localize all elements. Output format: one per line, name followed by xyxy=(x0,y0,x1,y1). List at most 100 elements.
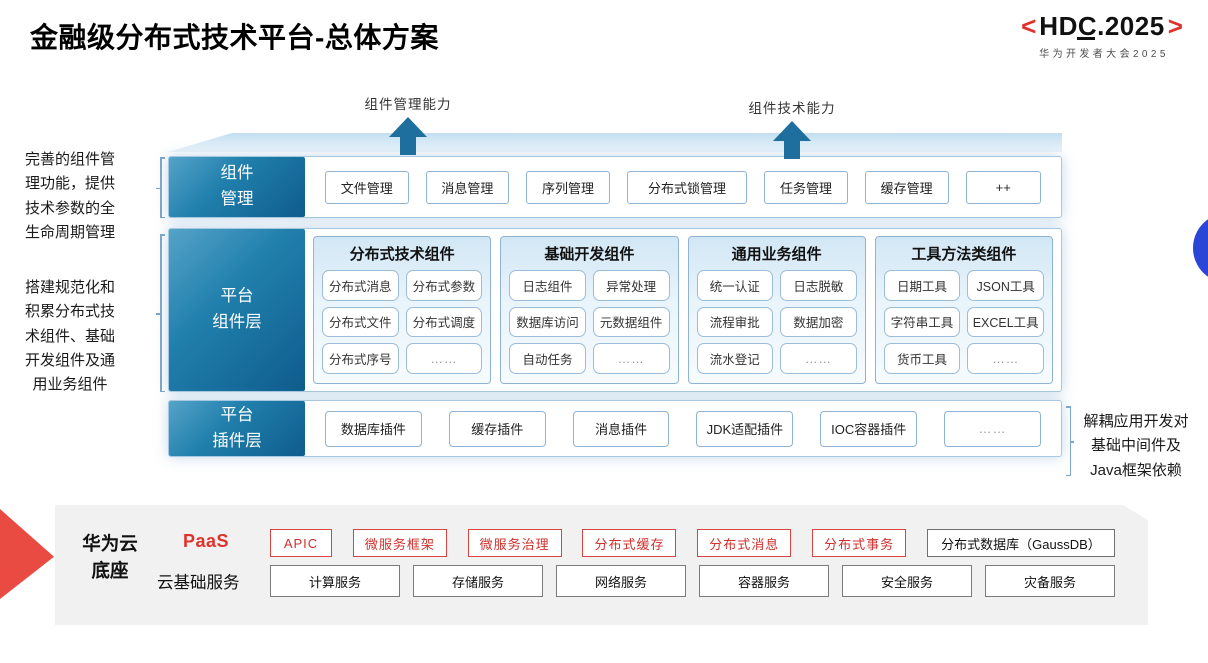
column-cell: 分布式调度 xyxy=(405,306,483,338)
column-cell: 字符串工具 xyxy=(883,306,961,338)
note-plugins: 解耦应用开发对基础中间件及Java框架依赖 xyxy=(1083,413,1189,479)
hdc-logo-line: <HDC.2025> xyxy=(1000,12,1204,41)
cloud-basic-services-row: 计算服务存储服务网络服务容器服务安全服务灾备服务 xyxy=(270,565,1115,597)
column-cell: 数据库访问 xyxy=(509,306,586,338)
column-cell: 数据加密 xyxy=(780,306,857,338)
mgmt-box: ++ xyxy=(965,170,1041,204)
capability-arrow-tech: 组件技术能力 xyxy=(722,97,862,159)
mgmt-box: 任务管理 xyxy=(764,170,848,204)
component-column: 通用业务组件统一认证日志脱敏流程审批数据加密流水登记…… xyxy=(687,236,866,384)
brace-right-plugins xyxy=(1066,406,1075,476)
column-header: 分布式技术组件 xyxy=(349,246,455,263)
plugin-box: …… xyxy=(944,410,1041,447)
layer-platform-plugins-items: 数据库插件缓存插件消息插件 JDK适配插件 IOC容器插件 …… xyxy=(305,401,1061,456)
paas-label: PaaS xyxy=(183,531,230,551)
logo-subtitle: 华为开发者大会2025 xyxy=(1039,48,1169,60)
column-header: 通用业务组件 xyxy=(731,246,822,263)
logo-right-bracket-icon: > xyxy=(1167,11,1183,41)
plugin-box: IOC容器插件 xyxy=(820,410,918,447)
column-cell: 流程审批 xyxy=(696,306,774,338)
component-column: 基础开发组件日志组件异常处理数据库访问元数据组件自动任务…… xyxy=(500,236,679,384)
column-cell: 统一认证 xyxy=(696,270,774,301)
mgmt-box: 序列管理 xyxy=(526,170,610,204)
column-cell: 分布式序号 xyxy=(322,343,399,374)
up-arrow-icon xyxy=(773,121,811,159)
column-cell: …… xyxy=(780,343,857,374)
page-title: 金融级分布式技术平台-总体方案 xyxy=(30,22,439,53)
logo-left-bracket-icon: < xyxy=(1021,11,1037,41)
cloud-basic-services-label: 云基础服务 xyxy=(157,574,240,592)
paas-service-box: 微服务治理 xyxy=(467,529,562,557)
brace-left-components xyxy=(156,234,165,392)
red-arrow-icon xyxy=(0,509,54,599)
layer-platform-components: 平台组件层 分布式技术组件分布式消息分布式参数分布式文件分布式调度分布式序号……… xyxy=(168,228,1062,392)
logo-c-underline xyxy=(1077,37,1096,40)
capability-arrow-mgmt-label: 组件管理能力 xyxy=(364,97,452,112)
blue-circle-decoration xyxy=(1193,213,1208,283)
paas-service-box: 微服务框架 xyxy=(352,529,447,557)
logo-text: HDC.2025 xyxy=(1039,11,1165,41)
paas-service-box: 分布式缓存 xyxy=(582,529,677,557)
plugin-box: 缓存插件 xyxy=(448,410,546,447)
column-cell: …… xyxy=(405,343,483,374)
note-platform-components: 搭建规范化和积累分布式技术组件、基础开发组件及通用业务组件 xyxy=(24,279,115,394)
column-cell: 分布式参数 xyxy=(405,270,483,301)
column-grid: 统一认证日志脱敏流程审批数据加密流水登记…… xyxy=(689,270,865,383)
capability-arrow-mgmt: 组件管理能力 xyxy=(338,93,478,155)
foundation-label: 华为云底座 xyxy=(82,533,138,581)
layer-platform-components-columns: 分布式技术组件分布式消息分布式参数分布式文件分布式调度分布式序号……基础开发组件… xyxy=(305,229,1061,391)
paas-service-box: APIC xyxy=(270,529,332,557)
cloud-service-box: 灾备服务 xyxy=(985,565,1115,597)
mgmt-box: 分布式锁管理 xyxy=(626,170,748,204)
up-arrow-icon xyxy=(389,117,427,155)
column-cell: 流水登记 xyxy=(696,343,774,374)
column-cell: 分布式文件 xyxy=(322,306,399,338)
layer-component-management-label: 组件管理 xyxy=(169,157,305,217)
component-column: 分布式技术组件分布式消息分布式参数分布式文件分布式调度分布式序号…… xyxy=(313,236,492,384)
cloud-service-box: 容器服务 xyxy=(699,565,829,597)
paas-service-box: 分布式数据库（GaussDB） xyxy=(926,529,1115,557)
cloud-service-box: 计算服务 xyxy=(270,565,400,597)
paas-services-row: APIC 微服务框架微服务治理分布式缓存分布式消息分布式事务分布式数据库（Gaus… xyxy=(270,529,1115,557)
capability-arrow-tech-label: 组件技术能力 xyxy=(748,101,836,116)
column-cell: 货币工具 xyxy=(883,343,961,374)
hdc-logo: <HDC.2025> 华为开发者大会2025 xyxy=(1000,12,1204,60)
column-header: 工具方法类组件 xyxy=(911,246,1017,263)
paas-service-box: 分布式事务 xyxy=(812,529,907,557)
panel-perspective-edge xyxy=(168,133,1062,152)
huawei-cloud-foundation: 华为云底座 PaaS APIC 微服务框架微服务治理分布式缓存分布式消息分布式事务… xyxy=(55,505,1148,625)
column-cell: 日志脱敏 xyxy=(780,270,857,301)
brace-left-mgmt xyxy=(156,157,165,218)
layer-platform-plugins-label: 平台插件层 xyxy=(169,401,305,456)
column-cell: 自动任务 xyxy=(509,343,586,374)
layer-component-management-items: 文件管理消息管理序列管理分布式锁管理任务管理缓存管理 ++ xyxy=(305,157,1061,217)
column-cell: …… xyxy=(967,343,1044,374)
cloud-service-box: 网络服务 xyxy=(556,565,686,597)
cloud-service-box: 安全服务 xyxy=(842,565,972,597)
plugin-box: 消息插件 xyxy=(572,410,670,447)
mgmt-box: 缓存管理 xyxy=(864,170,949,204)
column-cell: 元数据组件 xyxy=(592,306,670,338)
paas-service-box: 分布式消息 xyxy=(697,529,792,557)
column-cell: 异常处理 xyxy=(592,270,670,301)
layer-platform-components-label: 平台组件层 xyxy=(169,229,305,391)
column-cell: …… xyxy=(592,343,670,374)
column-cell: EXCEL工具 xyxy=(967,306,1044,338)
column-cell: 分布式消息 xyxy=(322,270,399,301)
plugin-box: 数据库插件 xyxy=(325,410,422,447)
column-grid: 分布式消息分布式参数分布式文件分布式调度分布式序号…… xyxy=(314,270,490,383)
column-header: 基础开发组件 xyxy=(544,246,635,263)
mgmt-box: 消息管理 xyxy=(425,170,510,204)
column-cell: JSON工具 xyxy=(967,270,1044,301)
plugin-box: JDK适配插件 xyxy=(696,410,794,447)
column-cell: 日期工具 xyxy=(883,270,961,301)
cloud-service-box: 存储服务 xyxy=(413,565,543,597)
column-cell: 日志组件 xyxy=(509,270,586,301)
layer-platform-plugins: 平台插件层 数据库插件缓存插件消息插件 JDK适配插件 IOC容器插件 …… xyxy=(168,400,1062,457)
column-grid: 日志组件异常处理数据库访问元数据组件自动任务…… xyxy=(501,270,677,383)
note-component-mgmt: 完善的组件管理功能，提供技术参数的全生命周期管理 xyxy=(24,151,115,241)
mgmt-box: 文件管理 xyxy=(325,170,409,204)
layer-component-management: 组件管理 文件管理消息管理序列管理分布式锁管理任务管理缓存管理 ++ xyxy=(168,156,1062,218)
